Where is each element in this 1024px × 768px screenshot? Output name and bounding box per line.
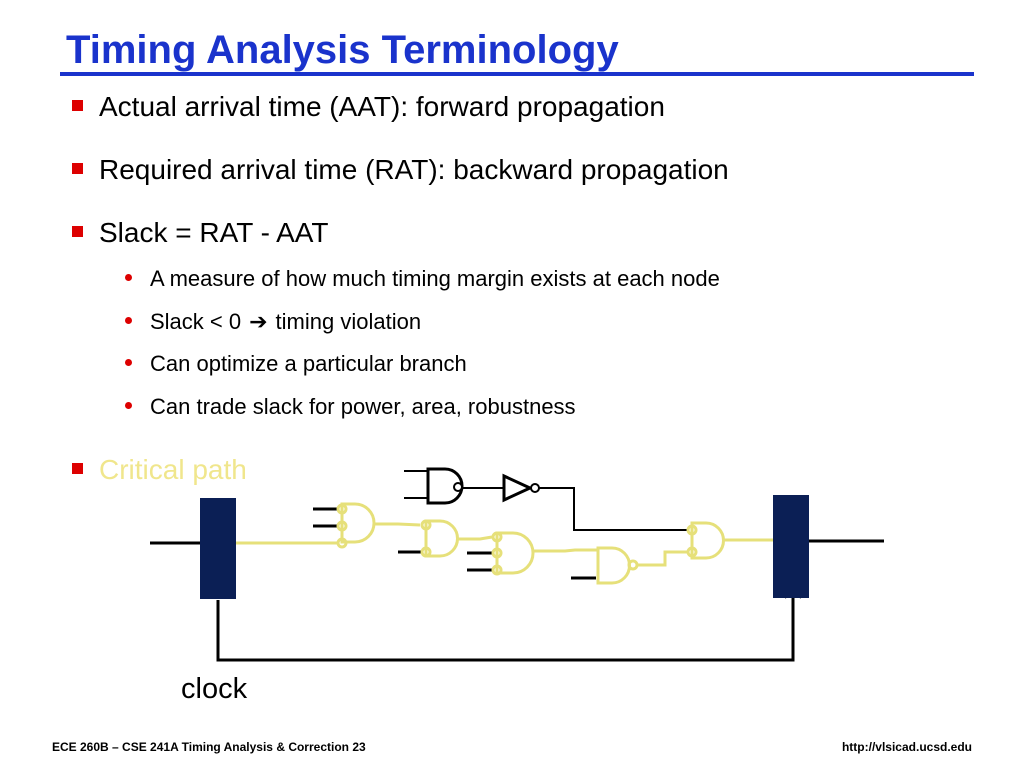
wire — [539, 487, 688, 531]
sub-bullet-text: A measure of how much timing margin exis… — [150, 266, 720, 291]
title-underline — [60, 72, 974, 76]
bullet-text: Critical path — [99, 454, 247, 485]
critical-wire — [457, 535, 493, 541]
critical-wire — [374, 522, 421, 527]
nand-gate-4 — [596, 546, 631, 585]
input-bubble — [336, 503, 348, 515]
sub-bullet-trade: Can trade slack for power, area, robustn… — [125, 393, 576, 421]
input-bubble — [491, 547, 503, 559]
critical-wire — [533, 548, 597, 553]
inversion-bubble — [627, 559, 639, 571]
and-gate-1 — [340, 502, 376, 544]
sub-bullet-text: Slack < 0 — [150, 309, 242, 334]
bullet-aat: Actual arrival time (AAT): forward propa… — [72, 90, 665, 124]
sub-bullet-violation: Slack < 0 ➔ timing violation — [125, 308, 421, 336]
square-bullet-icon — [72, 100, 83, 111]
sub-bullet-text: Can optimize a particular branch — [150, 351, 467, 376]
bullet-slack: Slack = RAT - AAT — [72, 216, 329, 250]
inversion-bubble — [530, 483, 540, 493]
dot-bullet-icon — [125, 317, 132, 324]
input-bubble — [686, 546, 698, 558]
input-bubble — [491, 531, 503, 543]
page-title: Timing Analysis Terminology — [66, 28, 619, 72]
dot-bullet-icon — [125, 359, 132, 366]
square-bullet-icon — [72, 163, 83, 174]
inversion-bubble — [453, 482, 463, 492]
bullet-rat: Required arrival time (RAT): backward pr… — [72, 153, 729, 187]
input-bubble — [336, 520, 348, 532]
and-gate-3 — [495, 531, 535, 575]
input-bubble — [420, 519, 432, 531]
footer-course: ECE 260B – CSE 241A Timing Analysis & Co… — [52, 740, 366, 754]
footer-url[interactable]: http://vlsicad.ucsd.edu — [841, 740, 972, 754]
square-bullet-icon — [72, 463, 83, 474]
bullet-critical-path: Critical path — [72, 453, 247, 487]
sub-bullet-optimize: Can optimize a particular branch — [125, 350, 467, 378]
clock-wire — [216, 598, 795, 662]
sub-bullet-measure: A measure of how much timing margin exis… — [125, 265, 720, 293]
clock-label: clock — [181, 673, 248, 705]
sub-bullet-text: timing violation — [275, 309, 422, 334]
input-bubble — [336, 537, 348, 549]
critical-wire — [637, 550, 688, 567]
square-bullet-icon — [72, 226, 83, 237]
input-bubble — [686, 524, 698, 536]
right-arrow-icon: ➔ — [249, 309, 268, 334]
input-bubble — [491, 564, 503, 576]
dot-bullet-icon — [125, 274, 132, 281]
input-bubble — [420, 546, 432, 558]
capture-register — [773, 495, 809, 598]
critical-path — [236, 502, 773, 585]
and-gate-5 — [690, 521, 725, 560]
bullet-text: Required arrival time (RAT): backward pr… — [99, 154, 729, 185]
bullet-text: Actual arrival time (AAT): forward propa… — [99, 91, 665, 122]
dot-bullet-icon — [125, 402, 132, 409]
inverter-gate — [502, 473, 534, 503]
sub-bullet-text: Can trade slack for power, area, robustn… — [150, 394, 576, 419]
bullet-text: Slack = RAT - AAT — [99, 217, 329, 248]
launch-register — [200, 498, 236, 599]
